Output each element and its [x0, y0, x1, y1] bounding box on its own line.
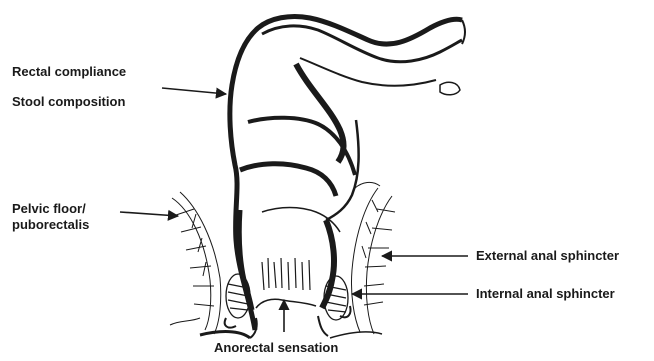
- arrow-rectal-compliance: [162, 88, 226, 94]
- label-arrows: [120, 88, 468, 332]
- label-stool-composition: Stool composition: [12, 93, 125, 111]
- label-pelvic-floor-line2: puborectalis: [12, 216, 89, 234]
- label-rectal-compliance: Rectal compliance: [12, 63, 126, 81]
- rectum-and-colon: [230, 16, 465, 330]
- arrow-pelvic-floor: [120, 212, 178, 216]
- label-internal-anal-sphincter: Internal anal sphincter: [476, 285, 615, 303]
- pelvic-floor-left: [170, 192, 221, 334]
- label-external-anal-sphincter: External anal sphincter: [476, 247, 619, 265]
- label-anorectal-sensation: Anorectal sensation: [214, 339, 338, 357]
- pelvic-floor-right: [351, 182, 395, 334]
